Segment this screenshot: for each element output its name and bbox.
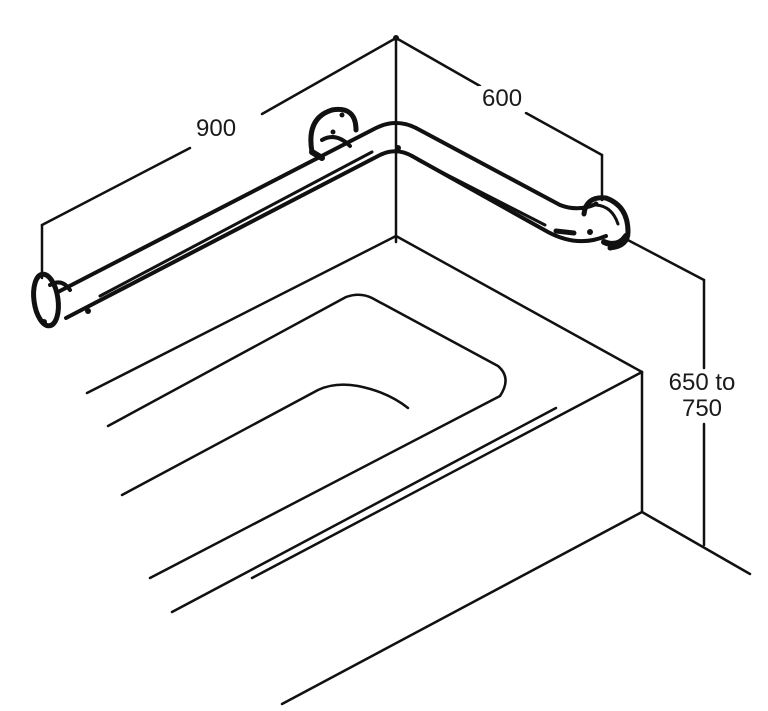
dimension-line-600 (394, 36, 604, 202)
dimension-label-600: 600 (478, 86, 527, 112)
height-label-line1: 650 to (668, 369, 736, 396)
wall-flange-center (308, 106, 359, 161)
dimension-line-900 (40, 36, 398, 280)
grab-bar-short-leg (395, 126, 608, 244)
grab-bar-long-leg (56, 121, 418, 320)
wall-flange-right (581, 195, 631, 251)
wall-corner (393, 35, 399, 244)
height-label-line2: 750 (681, 395, 723, 422)
dimension-label-900: 900 (192, 116, 241, 142)
wall-flange-left (31, 271, 72, 329)
dimension-line-height (622, 236, 706, 547)
floor-line (640, 510, 752, 576)
dimension-label-height: 650 to 750 (660, 370, 744, 422)
bathtub-basin (106, 293, 507, 580)
bathtub-apron (170, 370, 644, 706)
bathtub-rim (85, 234, 644, 580)
